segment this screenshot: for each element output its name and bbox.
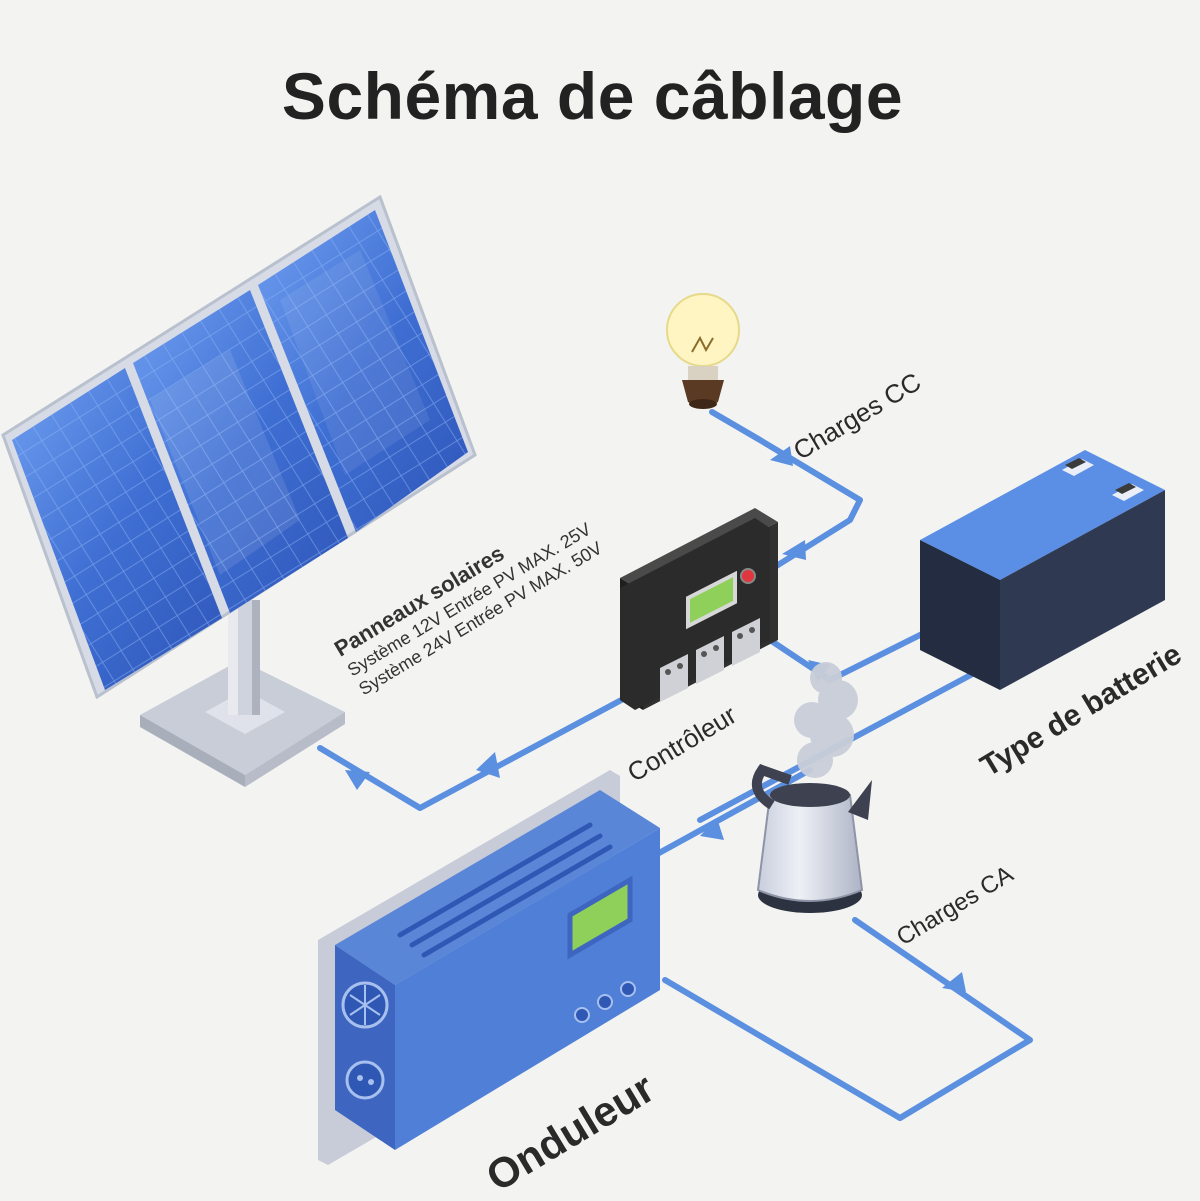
wire-inverter-ac-load [662,917,1033,1121]
inverter-screen [567,875,633,960]
inverter-buttons [574,981,636,1023]
controller-screen [686,570,737,630]
kettle-handle [751,764,792,810]
controller-button [740,568,756,584]
wire-panel-controller [317,687,643,811]
arrow-icon [782,540,806,560]
inverter-top [335,790,660,985]
battery-top [920,450,1165,580]
battery-terminal-icon [1062,459,1094,476]
socket-icon [345,1060,385,1100]
wire-arrows [345,446,966,992]
wire-controller-dc-load [709,409,863,573]
solar-panel-array [1,194,477,787]
arrow-icon [345,770,370,790]
arrow-icon [770,446,793,466]
arrow-icon [476,752,500,778]
kettle-body [756,794,864,902]
battery-terminal-icon [1112,484,1144,501]
bulb-glass [666,293,740,367]
inverter [318,770,660,1165]
wire-to-inverter [647,767,813,861]
diagram-title: Schéma de câblage [281,59,904,133]
bulb-base [682,380,724,407]
charge-controller [620,508,778,710]
arrow-icon [942,972,966,992]
kettle-ac-load [751,662,872,913]
steam-icon [794,662,858,778]
battery-body [1000,490,1165,690]
arrow-icon [700,818,724,840]
wire-controller-battery-1 [767,627,933,683]
kettle-spout [848,780,872,820]
battery [920,450,1165,690]
fan-icon [341,981,389,1029]
light-bulb-dc-load [666,293,740,409]
